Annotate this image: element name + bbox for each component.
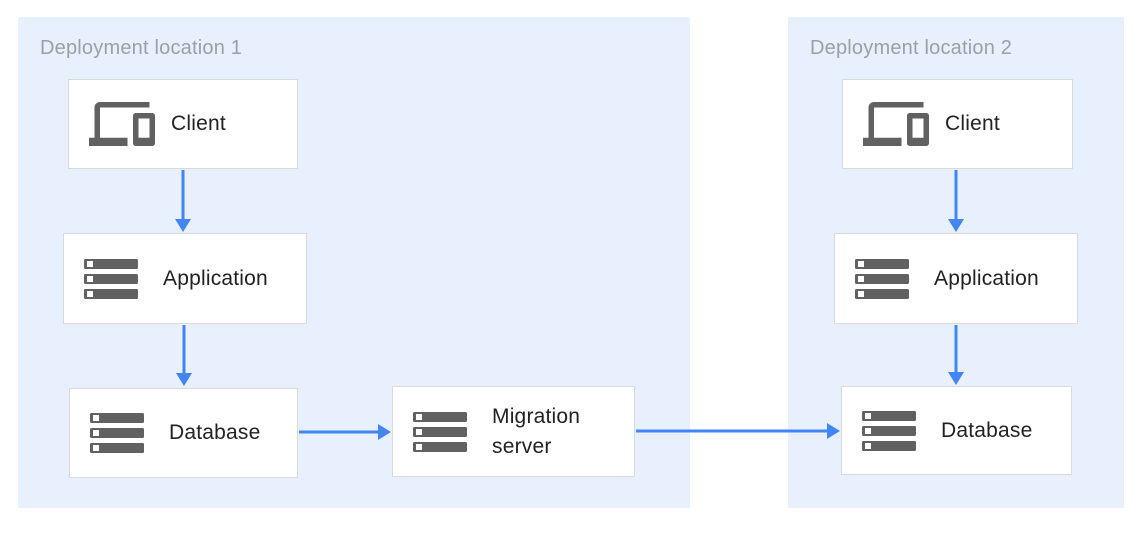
- devices-icon: [863, 91, 929, 157]
- node-client-2: Client: [842, 79, 1073, 169]
- arrowhead-down-icon: [175, 219, 191, 232]
- server-icon: [90, 413, 144, 453]
- connector-application1-database1: [176, 325, 192, 386]
- connector-client2-application2: [948, 170, 964, 232]
- arrowhead-right-icon: [378, 424, 391, 440]
- server-icon: [84, 258, 138, 299]
- arrowhead-down-icon: [948, 219, 964, 232]
- server-icon: [855, 258, 909, 299]
- node-client-1: Client: [68, 79, 298, 169]
- node-label: Database: [169, 421, 261, 444]
- devices-icon: [89, 91, 155, 157]
- connector-line: [181, 170, 185, 221]
- node-label: Client: [945, 112, 1000, 135]
- connector-line: [954, 170, 958, 221]
- connector-line: [954, 325, 958, 374]
- node-application-2: Application: [834, 233, 1078, 324]
- node-label: Application: [163, 266, 268, 290]
- connector-application2-database2: [948, 325, 964, 385]
- server-icon: [862, 410, 916, 451]
- deployment-location-1-label: Deployment location 1: [40, 37, 243, 59]
- node-migration-server: Migration server: [392, 386, 635, 477]
- arrowhead-right-icon: [827, 423, 840, 439]
- arrowhead-down-icon: [176, 373, 192, 386]
- connector-client1-application1: [175, 170, 191, 232]
- node-label: Migration server: [492, 404, 581, 458]
- connector-line: [636, 429, 829, 433]
- connector-migration-server-database2: [636, 423, 840, 439]
- server-icon: [413, 411, 467, 452]
- node-application-1: Application: [63, 233, 307, 324]
- node-label: Client: [171, 112, 226, 135]
- connector-line: [182, 325, 186, 375]
- node-label: Database: [941, 418, 1033, 442]
- node-database-2: Database: [841, 386, 1072, 475]
- connector-line: [299, 430, 380, 434]
- deployment-location-2-label: Deployment location 2: [810, 37, 1013, 59]
- node-label: Application: [934, 266, 1039, 290]
- arrowhead-down-icon: [948, 372, 964, 385]
- node-database-1: Database: [69, 388, 298, 478]
- connector-database1-migration-server: [299, 424, 391, 440]
